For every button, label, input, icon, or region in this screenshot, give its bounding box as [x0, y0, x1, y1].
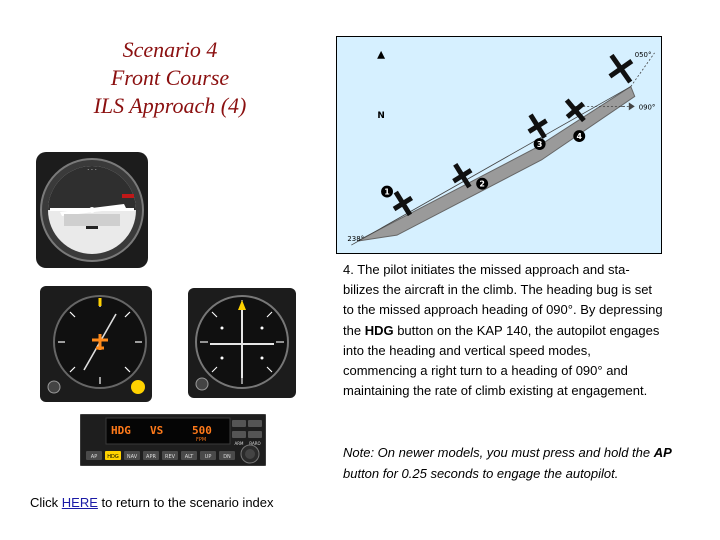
ap-button-up[interactable]	[200, 451, 216, 460]
ap-mode-right: VS	[150, 424, 163, 437]
course-label-top: 050°	[635, 51, 652, 59]
ap-button-ap[interactable]	[86, 451, 102, 460]
ap-button-rev[interactable]	[162, 451, 178, 460]
title-line-2: Front Course	[110, 65, 230, 90]
ap-button-label-dn: DN	[223, 454, 231, 460]
svg-text:· · ·: · · ·	[87, 167, 97, 174]
ap-button-label-hdg: HDG	[107, 454, 119, 460]
attitude-indicator: · · ·	[34, 150, 150, 270]
return-footer: Click HERE to return to the scenario ind…	[30, 495, 274, 510]
note-text-2: button for 0.25 seconds to engage the au…	[343, 466, 619, 481]
title-line-3: ILS Approach (4)	[93, 93, 247, 118]
ap-button-label-apr: APR	[146, 454, 156, 460]
footer-suffix: to return to the scenario index	[97, 495, 274, 510]
step-3: 3	[537, 140, 543, 149]
ap-button-label-ap: AP	[91, 454, 97, 460]
ap-vs-value: 500	[192, 424, 212, 437]
ap-button-label-arm: ARM	[235, 441, 245, 446]
approach-diagram-svg: N 050° 090° 238° 1 2 3 4	[347, 51, 656, 246]
step-description: 4. The pilot initiates the missed approa…	[343, 260, 663, 401]
ap-button-apr[interactable]	[143, 451, 159, 460]
missed-approach-diagram: N 050° 090° 238° 1 2 3 4	[336, 36, 662, 254]
ap-button-alt[interactable]	[181, 451, 197, 460]
description-text-2: button on the KAP 140, the autopilot eng…	[343, 322, 660, 399]
description-bold-hdg: HDG	[364, 322, 394, 338]
vor-indicator	[186, 286, 298, 400]
autopilot-note: Note: On newer models, you must press an…	[343, 442, 683, 484]
kap140-autopilot: HDG VS 500 FPM AP HDG NAV APR REV ALT UP DN ARM B…	[79, 413, 267, 467]
ap-mode-left: HDG	[111, 424, 131, 437]
scenario-index-link[interactable]: HERE	[61, 495, 98, 510]
step-4: 4	[576, 132, 582, 141]
ap-button-label-up: UP	[205, 454, 212, 460]
description-text-1: 4. The pilot initiates the missed approa…	[343, 262, 663, 338]
ap-button-label-baro: BARO	[249, 441, 260, 446]
course-label-bottom: 238°	[347, 235, 364, 243]
title-line-1: Scenario 4	[122, 37, 218, 62]
footer-prefix: Click	[30, 495, 62, 510]
ap-vs-unit: FPM	[196, 437, 206, 443]
horizontal-situation-indicator	[38, 284, 154, 404]
heading-label: 090°	[639, 103, 656, 111]
north-label: N	[377, 111, 384, 121]
scenario-title: Scenario 4 Front Course ILS Approach (4)	[40, 36, 300, 120]
ap-button-hdg[interactable]	[105, 451, 121, 460]
ap-button-nav[interactable]	[124, 451, 140, 460]
step-1: 1	[384, 188, 390, 197]
ap-button-dn[interactable]	[219, 451, 235, 460]
ap-button-label-alt: ALT	[185, 454, 195, 460]
ap-button-label-nav: NAV	[127, 454, 138, 460]
note-bold-ap: AP	[653, 445, 672, 460]
ap-button-label-rev: REV	[165, 454, 176, 460]
step-2: 2	[479, 180, 485, 189]
note-text-1: Note: On newer models, you must press an…	[343, 445, 654, 460]
